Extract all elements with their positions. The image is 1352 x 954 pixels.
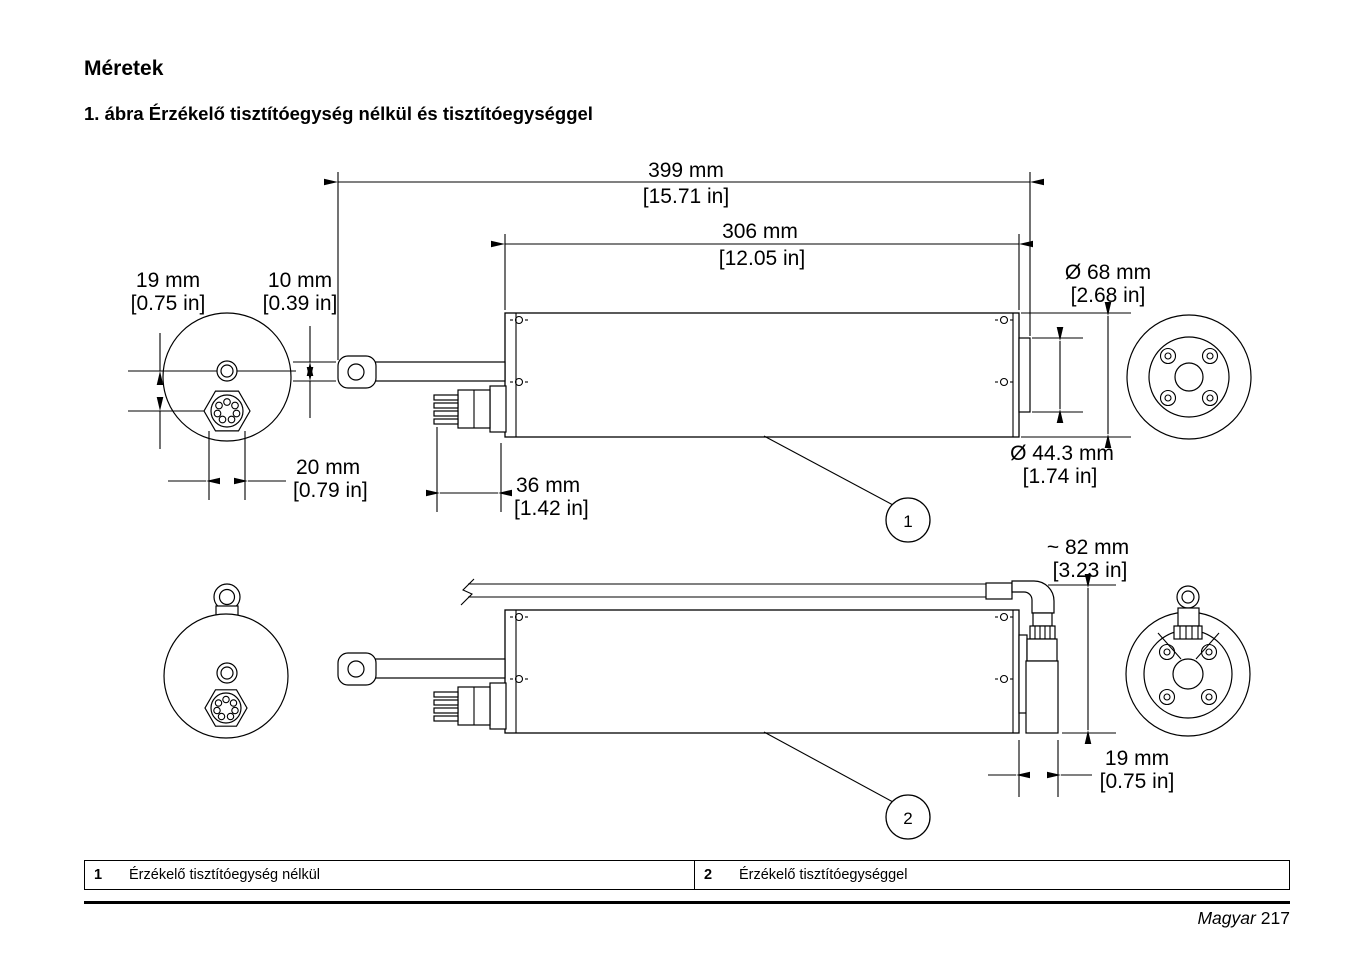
footer-rule [84, 901, 1290, 904]
dim-label-68-mm: Ø 68 mm [1065, 261, 1151, 284]
dim-label-20-in: [0.79 in] [293, 479, 368, 502]
end-view-screws-bottom [1158, 643, 1218, 706]
cable-connector-top [433, 385, 507, 433]
legend-row-2: 2 Érzékelő tisztítóegységgel [693, 861, 1289, 889]
nozzle-block [1025, 660, 1059, 734]
body-screws-bottom [510, 612, 1013, 684]
dim-label-19top-in: [0.75 in] [131, 292, 206, 315]
end-ring [1018, 337, 1031, 413]
dimension-44mm: Ø 44.3 mm [1.74 in] [1010, 327, 1114, 488]
dim-label-399-in: [15.71 in] [643, 185, 729, 208]
dimension-82mm: ~ 82 mm [3.23 in] [1047, 536, 1129, 744]
dim-label-82-mm: ~ 82 mm [1047, 536, 1129, 559]
dim-label-44-mm: Ø 44.3 mm [1010, 442, 1114, 465]
sensor-without-cleaning-unit-view: 399 mm [15.71 in] 306 mm [12.05 in] [128, 159, 1252, 543]
dim-label-19bot-in: [0.75 in] [1100, 770, 1175, 793]
dimension-68mm: Ø 68 mm [2.68 in] [1021, 261, 1151, 448]
dim-label-36-mm: 36 mm [516, 474, 580, 497]
footer-language: Magyar [1197, 908, 1256, 928]
dim-label-10-mm: 10 mm [268, 269, 332, 292]
front-view-circle-top [128, 312, 296, 442]
cleaning-tube [460, 578, 988, 606]
figure-caption: 1. ábra Érzékelő tisztítóegység nélkül é… [84, 103, 593, 124]
dim-label-36-in: [1.42 in] [514, 497, 589, 520]
callout-2: 2 [763, 731, 931, 840]
body-screws-top [510, 315, 1013, 387]
sensor-with-cleaning-unit-view: ~ 82 mm [3.23 in] 19 mm [0.75 in] [163, 536, 1251, 840]
footer-page-number: 217 [1260, 908, 1290, 928]
dim-label-399-mm: 399 mm [648, 159, 724, 182]
handle-rod-bottom [337, 652, 506, 686]
dimension-36mm: 36 mm [1.42 in] [426, 427, 589, 520]
sensor-body-side-view-top [337, 312, 1031, 438]
page-title: Méretek [84, 57, 164, 80]
callout-2-number: 2 [903, 809, 912, 828]
dim-label-20-mm: 20 mm [296, 456, 360, 479]
legend-row-1: 1 Érzékelő tisztítóegység nélkül [85, 861, 694, 889]
dim-label-306-in: [12.05 in] [719, 247, 805, 270]
legend-row-1-label: Érzékelő tisztítóegység nélkül [129, 867, 321, 883]
dimension-10mm: 10 mm [0.39 in] [263, 269, 338, 418]
legend-row-2-label: Érzékelő tisztítóegységgel [738, 867, 908, 883]
legend-row-1-number: 1 [94, 867, 103, 883]
sensor-body-side-view-bottom [337, 580, 1059, 734]
handle-rod-top [337, 355, 506, 389]
dim-label-82-in: [3.23 in] [1053, 559, 1128, 582]
dimension-19mm-top: 19 mm [0.75 in] [131, 269, 206, 449]
front-view-circle-bottom [163, 583, 289, 739]
dimension-306mm: 306 mm [12.05 in] [491, 220, 1033, 310]
pin-connector-front [203, 390, 251, 432]
end-view-circle-top [1126, 314, 1252, 440]
dim-label-19top-mm: 19 mm [136, 269, 200, 292]
dim-label-306-mm: 306 mm [722, 220, 798, 243]
cleaning-unit-elbow [985, 580, 1059, 734]
dimension-399mm: 399 mm [15.71 in] [324, 159, 1044, 360]
legend-row-2-number: 2 [703, 867, 713, 883]
dimension-19mm-bottom: 19 mm [0.75 in] [988, 740, 1174, 797]
dimension-20mm: 20 mm [0.79 in] [168, 431, 368, 502]
legend-table: 1 Érzékelő tisztítóegység nélkül 2 Érzék… [84, 860, 1290, 890]
dim-label-10-in: [0.39 in] [263, 292, 338, 315]
cable-connector-bottom [433, 682, 507, 730]
callout-1: 1 [763, 435, 931, 543]
callout-1-number: 1 [903, 512, 912, 531]
spray-fitting [1157, 585, 1220, 660]
end-view-screws-top [1159, 347, 1219, 407]
dim-label-44-in: [1.74 in] [1023, 465, 1098, 488]
dim-label-68-in: [2.68 in] [1071, 284, 1146, 307]
pin-connector-front-bottom [204, 689, 248, 727]
dim-label-19bot-mm: 19 mm [1105, 747, 1169, 770]
end-view-circle-bottom [1125, 585, 1251, 737]
